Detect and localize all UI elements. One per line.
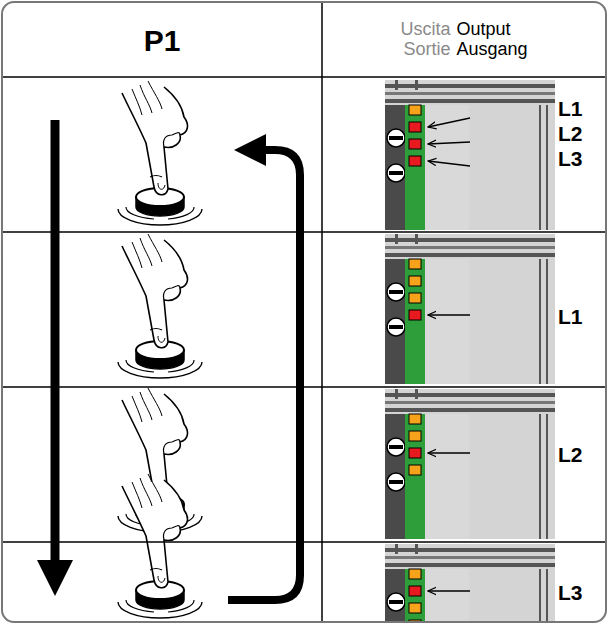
column-heading: Uscita xyxy=(400,20,450,40)
output-label: L1 xyxy=(558,306,583,327)
button-name: P1 xyxy=(144,24,181,57)
output-label: L3 xyxy=(558,582,583,603)
output-label: L2 xyxy=(558,123,583,144)
column-heading: Output xyxy=(456,20,510,40)
column-heading: Sortie xyxy=(403,40,450,60)
header-cell: P1 xyxy=(4,4,320,76)
column-heading: Ausgang xyxy=(456,40,527,60)
output-label: L3 xyxy=(558,148,583,169)
output-label: L2 xyxy=(558,444,583,465)
output-label: L1 xyxy=(558,98,583,119)
header-cell: Uscita OutputSortie Ausgang xyxy=(324,4,604,76)
